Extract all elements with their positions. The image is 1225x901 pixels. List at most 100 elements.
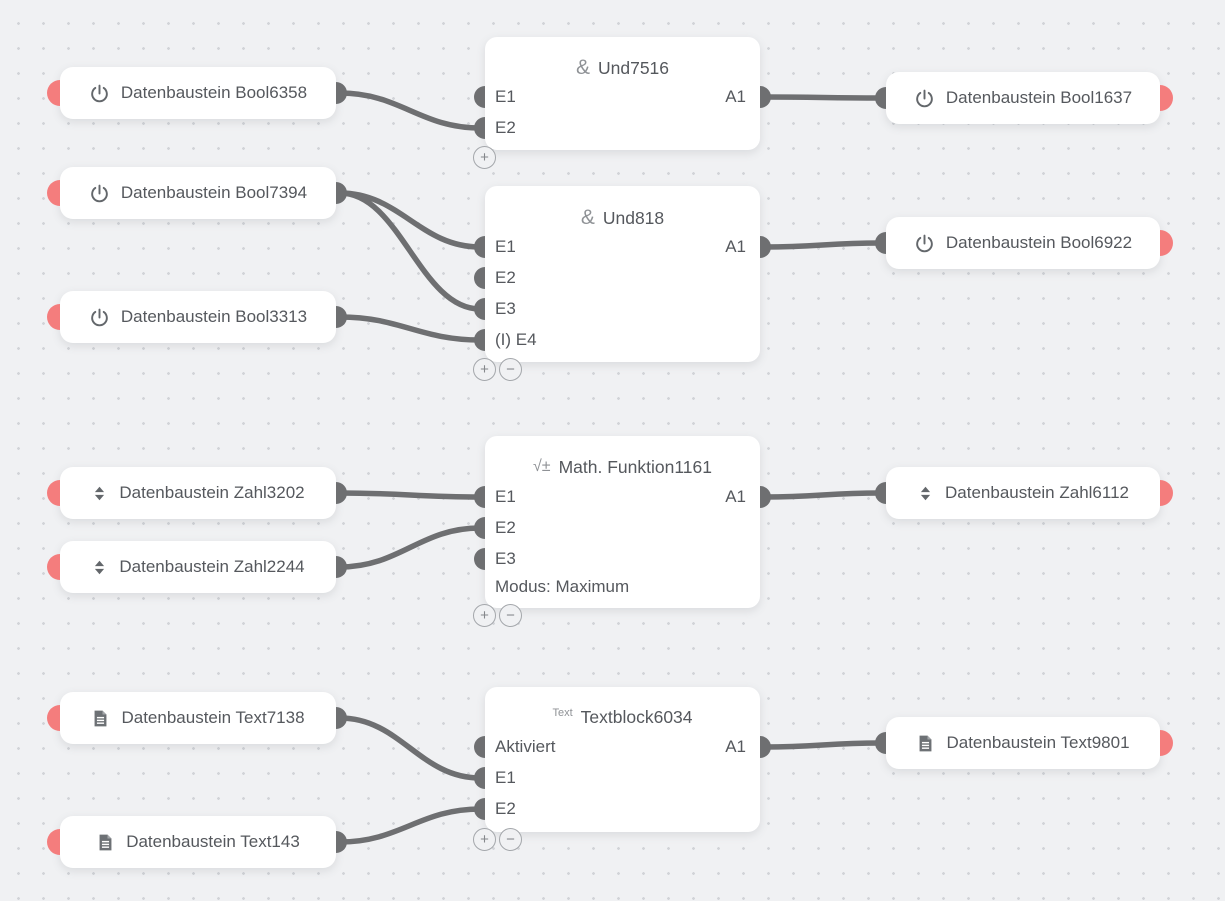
red-endpoint[interactable] — [1160, 730, 1173, 756]
red-endpoint[interactable] — [47, 80, 60, 106]
input-connector[interactable] — [474, 298, 485, 320]
node-datenbaustein-zahl2244[interactable]: Datenbaustein Zahl2244 — [47, 541, 347, 593]
output-port-a1: A1 — [485, 736, 771, 758]
input-connector[interactable] — [875, 232, 886, 254]
node-und818[interactable]: & Und818 E1 E2 E3 (I) E4 A1 + − — [473, 186, 771, 381]
node-datenbaustein-bool7394[interactable]: Datenbaustein Bool7394 — [47, 167, 347, 219]
input-connector[interactable] — [875, 732, 886, 754]
add-input-button[interactable]: + — [473, 358, 496, 381]
output-connector[interactable] — [336, 482, 347, 504]
node-und7516[interactable]: & Und7516 E1 E2 A1 + — [473, 37, 771, 169]
power-icon — [89, 307, 110, 328]
input-connector[interactable] — [474, 736, 485, 758]
wire[interactable] — [762, 490, 883, 500]
node-datenbaustein-bool3313[interactable]: Datenbaustein Bool3313 — [47, 291, 347, 343]
input-port-e2: E2 — [474, 517, 760, 539]
power-icon — [89, 183, 110, 204]
input-connector[interactable] — [474, 117, 485, 139]
wire[interactable] — [337, 525, 483, 570]
input-port-e1: E1 — [474, 86, 760, 108]
wire[interactable] — [337, 490, 483, 500]
red-endpoint[interactable] — [47, 480, 60, 506]
wire[interactable] — [337, 715, 483, 781]
output-connector[interactable] — [336, 707, 347, 729]
wire[interactable] — [762, 240, 883, 250]
node-textblock6034[interactable]: Text Textblock6034 Aktiviert E1 E2 A1 + … — [473, 687, 771, 851]
remove-input-button[interactable]: − — [499, 828, 522, 851]
output-connector[interactable] — [760, 736, 771, 758]
wire[interactable] — [337, 806, 483, 845]
node-datenbaustein-zahl3202[interactable]: Datenbaustein Zahl3202 — [47, 467, 347, 519]
node-datenbaustein-text7138[interactable]: Datenbaustein Text7138 — [47, 692, 347, 744]
red-endpoint[interactable] — [47, 554, 60, 580]
wire[interactable] — [762, 740, 883, 750]
add-input-button[interactable]: + — [473, 604, 496, 627]
node-label: Datenbaustein Text143 — [126, 832, 300, 851]
number-icon — [91, 559, 108, 576]
red-endpoint[interactable] — [47, 705, 60, 731]
output-connector[interactable] — [336, 306, 347, 328]
node-title-text: Und818 — [602, 207, 665, 228]
node-datenbaustein-zahl6112[interactable]: Datenbaustein Zahl6112 — [875, 467, 1173, 519]
red-endpoint[interactable] — [47, 180, 60, 206]
input-port-e4-inverted: (I) E4 — [474, 329, 760, 351]
wire[interactable] — [762, 94, 883, 101]
red-endpoint[interactable] — [1160, 230, 1173, 256]
math-function-glyph: √± — [533, 458, 551, 475]
input-port-e3: E3 — [474, 298, 760, 320]
node-datenbaustein-bool6922[interactable]: Datenbaustein Bool6922 — [875, 217, 1173, 269]
output-connector[interactable] — [336, 831, 347, 853]
input-connector[interactable] — [875, 87, 886, 109]
input-connector[interactable] — [474, 517, 485, 539]
node-datenbaustein-bool1637[interactable]: Datenbaustein Bool1637 — [875, 72, 1173, 124]
node-label: Datenbaustein Bool3313 — [120, 307, 308, 326]
node-datenbaustein-text9801[interactable]: Datenbaustein Text9801 — [875, 717, 1173, 769]
remove-input-button[interactable]: − — [499, 604, 522, 627]
output-connector[interactable] — [336, 556, 347, 578]
input-connector[interactable] — [474, 86, 485, 108]
add-input-button[interactable]: + — [473, 146, 496, 169]
mode-setting: Modus: Maximum — [495, 577, 630, 596]
input-connector[interactable] — [474, 329, 485, 351]
output-connector[interactable] — [336, 82, 347, 104]
node-title: Text Textblock6034 — [485, 705, 760, 729]
wire[interactable] — [337, 90, 483, 131]
input-port-e2: E2 — [474, 798, 760, 820]
input-port-e1: E1 — [474, 236, 760, 258]
output-connector[interactable] — [760, 236, 771, 258]
document-icon — [916, 734, 935, 753]
red-endpoint[interactable] — [47, 304, 60, 330]
output-connector[interactable] — [760, 486, 771, 508]
node-datenbaustein-bool6358[interactable]: Datenbaustein Bool6358 — [47, 67, 347, 119]
node-datenbaustein-text143[interactable]: Datenbaustein Text143 — [47, 816, 347, 868]
add-input-button[interactable]: + — [473, 828, 496, 851]
remove-input-button[interactable]: − — [499, 358, 522, 381]
output-connector[interactable] — [336, 182, 347, 204]
node-label: Datenbaustein Text9801 — [946, 733, 1130, 752]
red-endpoint[interactable] — [1160, 480, 1173, 506]
power-icon — [914, 233, 935, 254]
output-connector[interactable] — [760, 86, 771, 108]
output-port-a1: A1 — [485, 236, 771, 258]
input-connector[interactable] — [474, 267, 485, 289]
node-label: Datenbaustein Bool7394 — [120, 183, 308, 202]
node-label: Datenbaustein Zahl6112 — [945, 483, 1129, 502]
wire[interactable] — [337, 190, 483, 312]
node-title-text: Und7516 — [597, 57, 670, 78]
input-port-e1: E1 — [474, 767, 760, 789]
input-connector[interactable] — [474, 798, 485, 820]
node-label: Datenbaustein Zahl2244 — [119, 557, 305, 576]
input-connector[interactable] — [474, 486, 485, 508]
node-math-funktion1161[interactable]: √± Math. Funktion1161 E1 E2 E3 Modus: Ma… — [473, 436, 771, 627]
and-glyph: & — [575, 56, 590, 79]
wire[interactable] — [337, 314, 483, 343]
red-endpoint[interactable] — [1160, 85, 1173, 111]
node-title: & Und818 — [485, 206, 760, 230]
input-connector[interactable] — [875, 482, 886, 504]
input-connector[interactable] — [474, 236, 485, 258]
red-endpoint[interactable] — [47, 829, 60, 855]
input-connector[interactable] — [474, 767, 485, 789]
input-connector[interactable] — [474, 548, 485, 570]
